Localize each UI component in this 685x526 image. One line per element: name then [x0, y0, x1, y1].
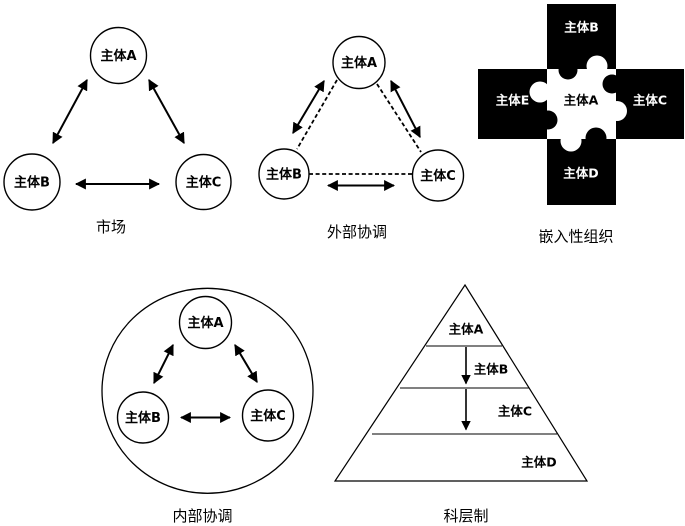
market-caption: 市场 [96, 218, 126, 236]
embedded-node-bottom-label: 主体D [563, 166, 598, 181]
embedded-block-right [616, 69, 684, 139]
embedded-block-left [478, 69, 547, 139]
internal-arrow-a-b [153, 344, 174, 384]
hierarchy-pyramid [333, 283, 589, 482]
puzzle-blank-bottom [585, 127, 607, 149]
market-node-b [3, 153, 61, 211]
external-arrow-a-c [390, 80, 421, 138]
puzzle-tab-right [607, 101, 627, 121]
market-arrow-a-b [52, 79, 88, 144]
hierarchy-level-4-label: 主体D [521, 455, 556, 470]
market-diagram: 主体A 主体B 主体C 市场 [3, 26, 232, 236]
puzzle-blank-top [558, 60, 578, 80]
internal-node-a [178, 295, 233, 350]
puzzle-tab-top [586, 55, 608, 77]
puzzle-tab-bottom [560, 130, 582, 152]
external-node-a [332, 35, 386, 90]
external-node-b-label: 主体B [266, 167, 302, 183]
embedded-organization-diagram: 主体B 主体E 主体A 主体C 主体D 嵌入性组织 [478, 4, 684, 246]
hierarchy-level-1-label: 主体A [449, 322, 484, 337]
internal-node-c [241, 389, 295, 442]
internal-arrow-a-c [234, 344, 258, 383]
puzzle-blank-left [538, 110, 558, 130]
internal-coordination-diagram: 主体A 主体B 主体C 内部协调 [101, 287, 314, 525]
embedded-block-bottom [547, 139, 616, 205]
embedded-node-top-label: 主体B [564, 20, 599, 35]
hierarchy-level-3-label: 主体C [498, 404, 532, 419]
embedded-organization-caption: 嵌入性组织 [538, 228, 613, 246]
hierarchy-caption: 科层制 [443, 507, 488, 525]
puzzle-piece [529, 55, 627, 152]
internal-boundary-circle [101, 287, 314, 494]
external-node-c [411, 149, 465, 202]
hierarchy-diagram: 主体A 主体B 主体C 主体D 科层制 [333, 283, 589, 525]
market-node-a-label: 主体A [100, 48, 136, 64]
external-node-a-label: 主体A [341, 55, 377, 71]
market-node-c-label: 主体C [186, 175, 222, 191]
embedded-node-left-label: 主体E [496, 93, 530, 108]
internal-node-b [116, 391, 170, 444]
external-arrow-a-b [292, 80, 325, 134]
external-coordination-diagram: 主体A 主体B 主体C 外部协调 [258, 35, 465, 241]
hierarchy-level-2-label: 主体B [474, 362, 509, 377]
internal-node-b-label: 主体B [125, 410, 161, 426]
external-node-b [258, 148, 310, 200]
external-dash-a-c [376, 83, 422, 153]
market-node-a [89, 26, 148, 85]
internal-coordination-caption: 内部协调 [172, 507, 232, 525]
embedded-node-right-label: 主体C [633, 93, 667, 108]
market-arrow-a-c [148, 79, 185, 144]
external-node-c-label: 主体C [420, 168, 456, 184]
puzzle-blank-right [602, 74, 622, 94]
internal-node-a-label: 主体A [187, 315, 223, 331]
market-node-c [175, 153, 232, 211]
embedded-node-center-label: 主体A [564, 93, 599, 108]
market-node-b-label: 主体B [14, 175, 50, 191]
puzzle-tab-left [529, 81, 551, 103]
external-coordination-caption: 外部协调 [327, 223, 387, 241]
internal-node-c-label: 主体C [250, 408, 286, 424]
